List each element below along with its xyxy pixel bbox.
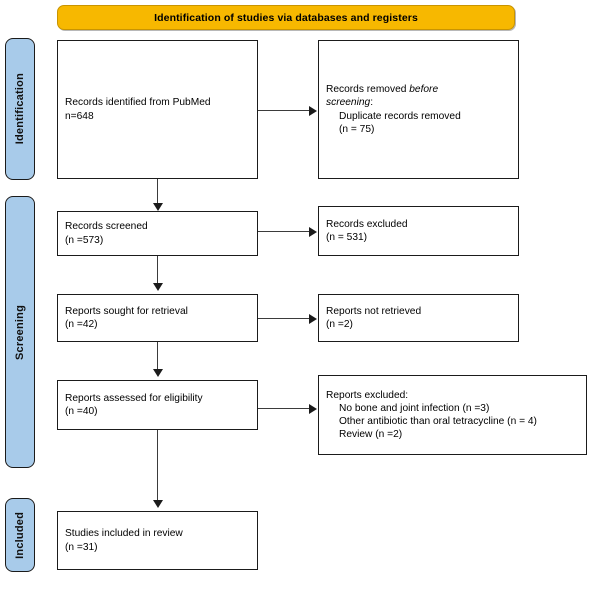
connector-assessed-to-included (157, 430, 159, 503)
records-screened-line1: Records screened (65, 221, 148, 233)
connector-identified-to-screened (157, 179, 159, 206)
arrowhead-sought-to-not-retrieved (309, 313, 317, 324)
records-excluded-line2: (n = 531) (326, 232, 368, 243)
stage-label-identification-text: Identification (14, 73, 26, 145)
reports-not-retrieved-line2: (n =2) (326, 319, 353, 330)
reports-excluded-line1: Reports excluded: (326, 389, 409, 401)
connector-screened-to-excluded (258, 231, 310, 233)
diagram-banner: Identification of studies via databases … (57, 5, 515, 30)
studies-included-line1: Studies included in review (65, 528, 183, 540)
records-removed-line3: Duplicate records removed (339, 110, 461, 122)
box-records-removed: Records removed before screening: Duplic… (318, 40, 519, 179)
arrowhead-assessed-to-excluded (309, 403, 317, 414)
box-reports-sought: Reports sought for retrieval (n =42) (57, 294, 258, 342)
arrowhead-identified-to-screened (152, 203, 163, 211)
box-records-screened: Records screened (n =573) (57, 211, 258, 256)
records-removed-line2-emph: screening (326, 97, 371, 109)
arrowhead-screened-to-sought (152, 283, 163, 291)
stage-label-screening: Screening (5, 196, 35, 468)
arrowhead-assessed-to-included (152, 500, 163, 508)
arrowhead-screened-to-excluded (309, 226, 317, 237)
records-removed-line2: screening: (326, 96, 511, 109)
reports-assessed-line1: Reports assessed for eligibility (65, 392, 203, 404)
box-studies-included: Studies included in review (n =31) (57, 511, 258, 570)
reports-excluded-line4: Review (n =2) (339, 429, 403, 441)
reports-sought-line2: (n =42) (65, 319, 98, 330)
records-removed-line1: Records removed before (326, 83, 511, 96)
records-excluded-line1: Records excluded (326, 218, 408, 230)
connector-screened-to-sought (157, 256, 159, 286)
box-records-identified: Records identified from PubMed n=648 (57, 40, 258, 179)
records-identified-line1: Records identified from PubMed (65, 97, 211, 109)
reports-excluded-line3: Other antibiotic than oral tetracycline … (339, 416, 537, 427)
stage-label-included: Included (5, 498, 35, 572)
stage-label-screening-text: Screening (14, 304, 26, 360)
records-removed-line2-colon: : (370, 97, 374, 109)
box-records-excluded: Records excluded (n = 531) (318, 206, 519, 256)
connector-assessed-to-excluded (258, 408, 310, 410)
records-identified-line2: n=648 (65, 110, 94, 122)
records-removed-line1-plain: Records removed (326, 84, 410, 96)
connector-sought-to-assessed (157, 342, 159, 372)
studies-included-line2: (n =31) (65, 541, 98, 553)
records-screened-line2: (n =573) (65, 234, 104, 246)
reports-excluded-line2: No bone and joint infection (n =3) (339, 402, 490, 414)
connector-identified-to-removed (258, 110, 310, 112)
reports-not-retrieved-line1: Reports not retrieved (326, 305, 422, 317)
reports-sought-line1: Reports sought for retrieval (65, 305, 188, 317)
reports-assessed-line2: (n =40) (65, 406, 98, 417)
records-removed-line4: (n = 75) (339, 123, 375, 135)
stage-label-identification: Identification (5, 38, 35, 180)
connector-sought-to-not-retrieved (258, 318, 310, 320)
box-reports-assessed: Reports assessed for eligibility (n =40) (57, 380, 258, 430)
banner-title: Identification of studies via databases … (154, 11, 418, 24)
records-removed-line1-emph: before (409, 84, 439, 96)
arrowhead-sought-to-assessed (152, 369, 163, 377)
arrowhead-identified-to-removed (309, 105, 317, 116)
box-reports-not-retrieved: Reports not retrieved (n =2) (318, 294, 519, 342)
box-reports-excluded: Reports excluded: No bone and joint infe… (318, 375, 587, 455)
stage-label-included-text: Included (14, 511, 26, 559)
